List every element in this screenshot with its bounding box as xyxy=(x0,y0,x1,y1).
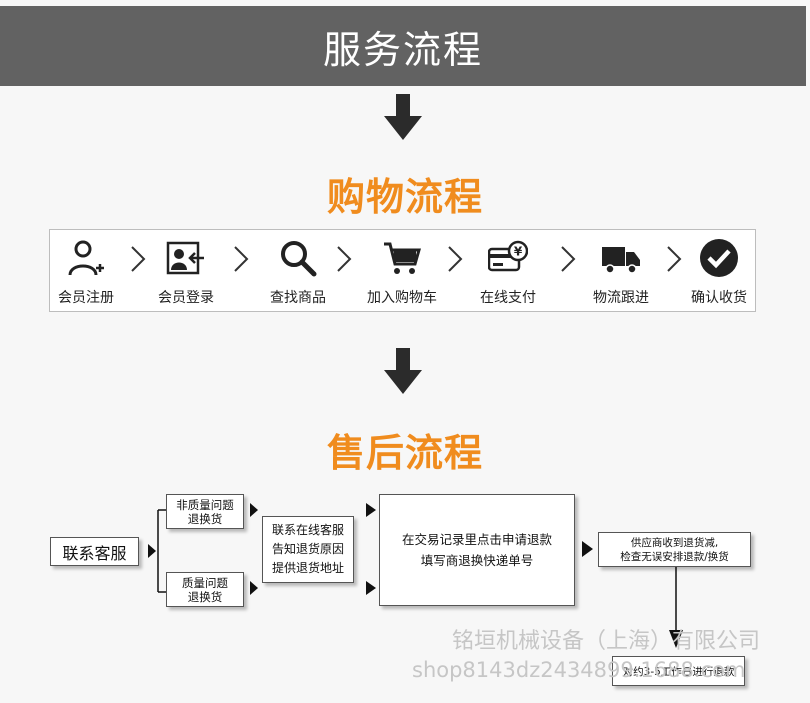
chevron-right-icon xyxy=(131,246,146,272)
refund-box: 对约3-5工作日进行退款 xyxy=(612,656,745,686)
watermark-company: 铭垣机械设备（上海）有限公司 xyxy=(452,629,761,654)
chevron-right-icon xyxy=(667,246,682,272)
shopping-flow: 会员注册 会员登录 查找商品 加入购物车 xyxy=(49,229,756,312)
check-circle-icon xyxy=(700,239,738,277)
step-logistics: 物流跟进 xyxy=(576,238,666,307)
down-arrow-icon xyxy=(384,348,422,394)
header-bar: 服务流程 xyxy=(0,6,806,86)
step-cart: 加入购物车 xyxy=(357,238,447,307)
online-service-box: 联系在线客服 告知退货原因 提供退货地址 xyxy=(262,516,354,583)
step-payment: ¥ 在线支付 xyxy=(463,238,553,307)
non-quality-box: 非质量问题 退换货 xyxy=(166,494,244,529)
step-confirm: 确认收货 xyxy=(674,238,764,307)
card-yen-icon: ¥ xyxy=(488,240,528,272)
quality-box: 质量问题 退换货 xyxy=(166,572,244,607)
aftersales-flow: 联系客服 非质量问题 退换货 质量问题 退换货 联系在线客服 告知退货原因 提供… xyxy=(0,480,810,703)
down-arrow-icon xyxy=(384,94,422,140)
chevron-right-icon xyxy=(561,246,576,272)
chevron-right-icon xyxy=(448,246,463,272)
svg-text:¥: ¥ xyxy=(514,245,523,259)
apply-refund-box: 在交易记录里点击申请退款 填写商退换快递单号 xyxy=(379,494,575,606)
watermark-shop-url: shop8143dz2434899.1688.com xyxy=(412,658,746,682)
cart-icon xyxy=(384,242,421,274)
step-search: 查找商品 xyxy=(253,238,343,307)
step-register: 会员注册 xyxy=(41,238,131,307)
chevron-right-icon xyxy=(234,246,249,272)
search-icon xyxy=(281,241,317,277)
login-card-icon xyxy=(166,241,204,275)
page-title: 服务流程 xyxy=(322,27,483,72)
truck-icon xyxy=(602,247,640,274)
contact-service-box: 联系客服 xyxy=(50,537,139,566)
aftersales-section-title: 售后流程 xyxy=(326,431,483,475)
chevron-right-icon xyxy=(337,246,352,272)
user-plus-icon xyxy=(68,240,104,276)
shopping-section-title: 购物流程 xyxy=(326,175,483,219)
step-login: 会员登录 xyxy=(141,238,231,307)
flow-connectors xyxy=(148,503,683,648)
supplier-box: 供应商收到退货减, 检查无误安排退款/换货 xyxy=(598,532,751,567)
